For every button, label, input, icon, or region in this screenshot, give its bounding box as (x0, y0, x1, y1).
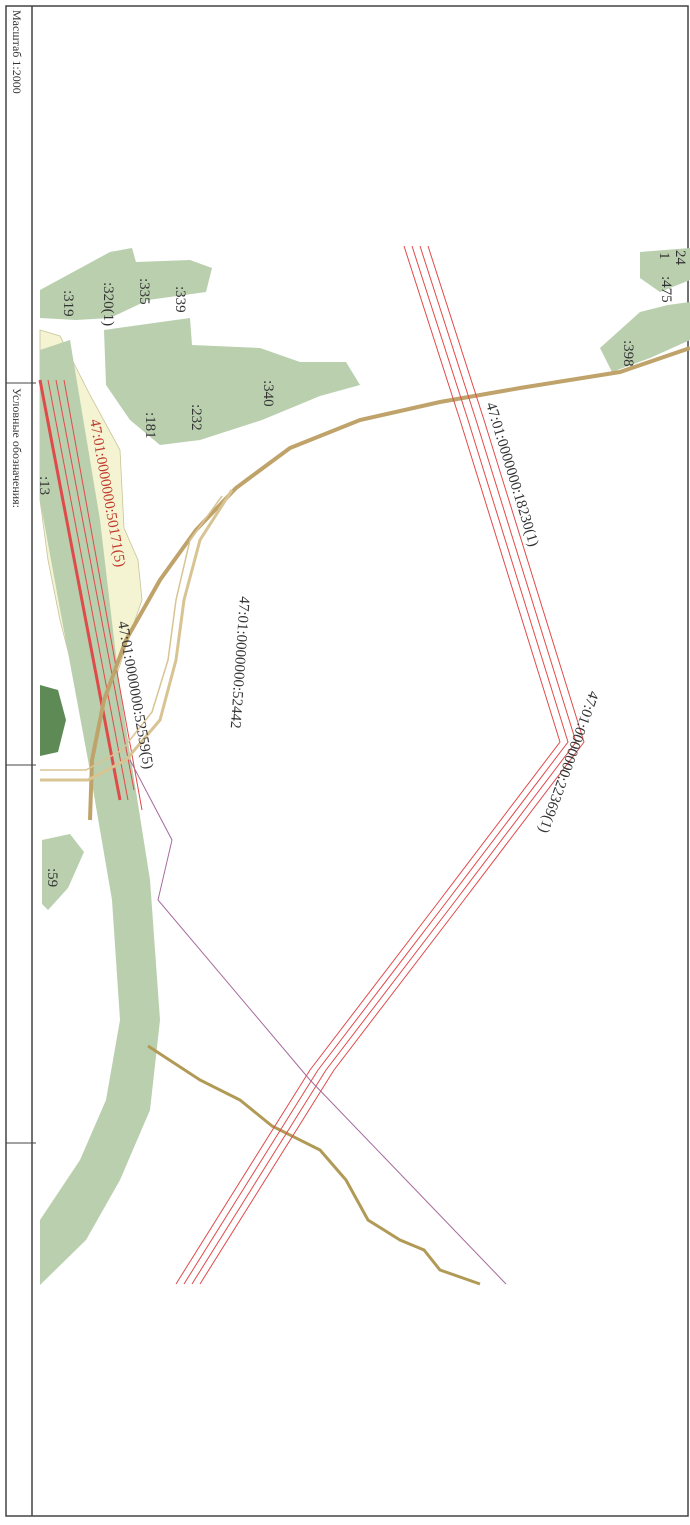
green-zone (42, 834, 84, 910)
boundary-line (129, 759, 507, 1285)
road-loop-inner (40, 495, 223, 771)
parcel-label: :335 (136, 278, 152, 305)
outer-frame (5, 5, 689, 1517)
parcel-label: :59 (44, 868, 60, 887)
parcel-label: 1 (656, 252, 672, 260)
green-zone (640, 248, 690, 292)
green-dark-zone (40, 685, 66, 756)
green-band (40, 340, 160, 1285)
parcel-label: :232 (188, 404, 204, 431)
cadastral-label: 47:01:0000000:52442 (227, 596, 252, 729)
parcel-label: 24 (672, 250, 688, 266)
cadastral-label: 47:01:0000000:18230(1) (482, 400, 541, 548)
scale-label: Масштаб 1:2000 (10, 10, 24, 94)
red-corridor-left (38, 379, 143, 811)
parcel-label: :398 (620, 340, 636, 367)
winding-road (147, 1044, 481, 1286)
parcel-label: :181 (142, 412, 158, 439)
main-road (88, 346, 690, 821)
road-loop (40, 489, 234, 782)
parcel-label: :13 (36, 476, 52, 495)
green-zone (40, 248, 212, 320)
parcel-label: :339 (172, 286, 188, 313)
parcel-label: :340 (260, 380, 276, 407)
parcel-label: :319 (60, 290, 76, 317)
parcel-label: :475 (658, 276, 674, 303)
green-zone (600, 302, 690, 372)
legend-label: Условные обозначения: (10, 388, 24, 509)
green-zone (104, 318, 360, 445)
red-corridor-main (175, 245, 585, 1285)
parcel-label: :320(1) (100, 282, 116, 326)
